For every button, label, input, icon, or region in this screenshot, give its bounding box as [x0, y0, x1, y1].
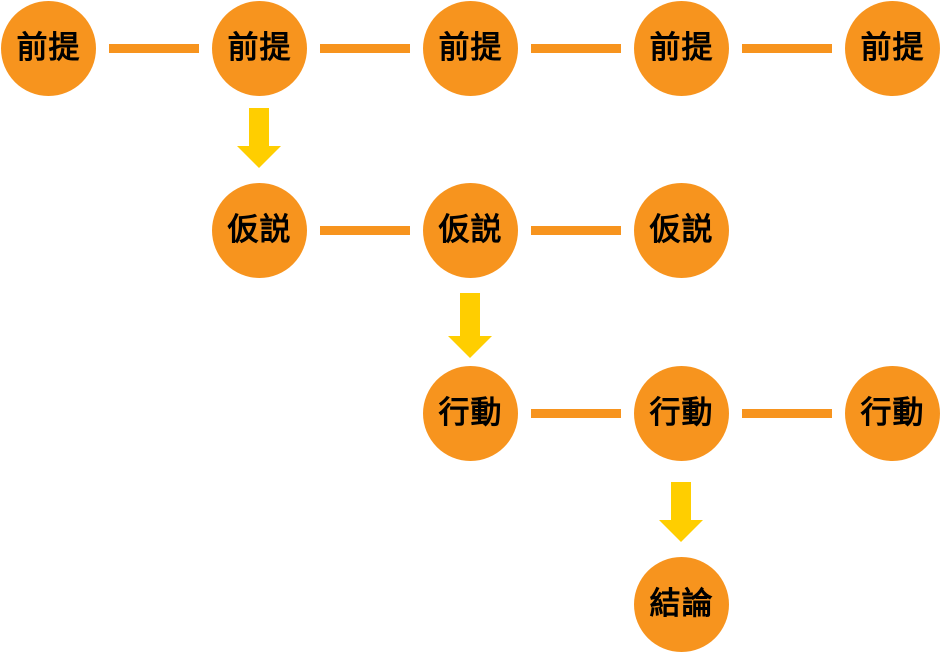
connector-action-2-3 [742, 409, 832, 418]
connector-premise-4-5 [742, 44, 832, 53]
arrow-shaft [671, 482, 691, 520]
node-label: 前提 [438, 30, 503, 66]
arrow-head-icon [448, 336, 492, 358]
arrow-head-icon [659, 520, 703, 542]
arrow-shaft [460, 293, 480, 336]
node-label: 前提 [649, 30, 714, 66]
node-label: 行動 [438, 395, 503, 431]
node-premise-3: 前提 [423, 1, 518, 96]
node-label: 仮説 [438, 212, 503, 248]
node-label: 行動 [649, 395, 714, 431]
connector-hypothesis-1-2 [320, 226, 410, 235]
down-arrow-premise-to-hypothesis [237, 108, 281, 168]
down-arrow-action-to-conclusion [659, 482, 703, 542]
node-hypothesis-2: 仮説 [423, 183, 518, 278]
connector-hypothesis-2-3 [531, 226, 621, 235]
node-premise-2: 前提 [212, 1, 307, 96]
arrow-head-icon [237, 146, 281, 168]
down-arrow-hypothesis-to-action [448, 293, 492, 358]
node-premise-5: 前提 [845, 1, 940, 96]
node-label: 仮説 [227, 212, 292, 248]
connector-action-1-2 [531, 409, 621, 418]
node-action-1: 行動 [423, 366, 518, 461]
node-hypothesis-1: 仮説 [212, 183, 307, 278]
node-action-2: 行動 [634, 366, 729, 461]
node-label: 結論 [649, 586, 714, 622]
node-premise-1: 前提 [1, 1, 96, 96]
node-hypothesis-3: 仮説 [634, 183, 729, 278]
node-label: 行動 [860, 395, 925, 431]
node-action-3: 行動 [845, 366, 940, 461]
node-conclusion: 結論 [634, 557, 729, 652]
connector-premise-2-3 [320, 44, 410, 53]
node-label: 前提 [16, 30, 81, 66]
node-label: 前提 [860, 30, 925, 66]
connector-premise-3-4 [531, 44, 621, 53]
arrow-shaft [249, 108, 269, 146]
node-label: 前提 [227, 30, 292, 66]
node-label: 仮説 [649, 212, 714, 248]
node-premise-4: 前提 [634, 1, 729, 96]
connector-premise-1-2 [109, 44, 199, 53]
